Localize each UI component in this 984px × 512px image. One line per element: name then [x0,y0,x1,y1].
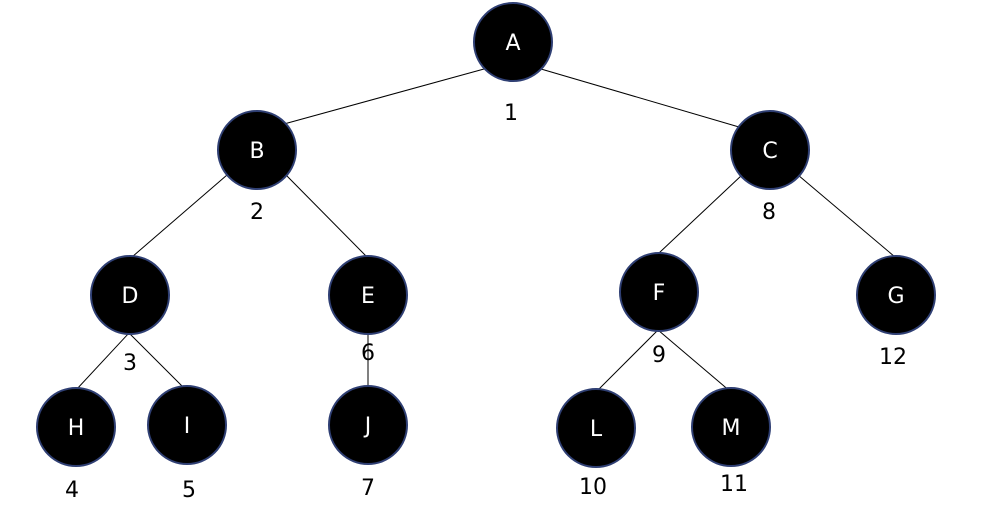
tree-node-g: G [856,255,936,335]
node-circle-m [691,387,771,467]
order-label-h: 4 [65,478,79,503]
order-label-j: 7 [361,476,375,501]
node-circle-g [856,255,936,335]
node-label-a: A [505,31,520,56]
order-label-b: 2 [250,200,264,225]
edge-d-i [128,332,187,391]
edge-b-e [285,174,368,258]
node-circle-d [90,255,170,335]
edge-b-d [131,174,228,258]
edge-f-l [595,329,659,393]
node-circle-j [328,385,408,465]
node-label-e: E [361,284,375,309]
node-label-g: G [887,284,904,309]
node-label-d: D [122,284,139,309]
edge-c-g [797,174,896,258]
node-label-b: B [249,139,264,164]
node-circle-l [556,388,636,468]
tree-node-b: B [217,110,297,190]
edge-d-h [75,332,130,391]
edge-c-f [658,174,743,254]
node-label-i: I [184,414,191,439]
order-label-m: 11 [720,472,748,497]
tree-node-m: M [691,387,771,467]
order-label-f: 9 [652,343,666,368]
tree-node-h: H [36,387,116,467]
order-label-i: 5 [182,478,196,503]
tree-node-e: E [328,255,408,335]
tree-node-c: C [730,110,810,190]
node-label-c: C [762,139,777,164]
node-label-h: H [68,416,85,441]
node-label-f: F [653,281,666,306]
order-label-g: 12 [879,345,907,370]
order-label-e: 6 [361,341,375,366]
order-label-c: 8 [762,200,776,225]
node-circle-c [730,110,810,190]
tree-node-a: A [473,2,553,82]
tree-node-f: F [619,252,699,332]
edge-a-c [540,68,740,128]
node-circle-i [147,385,227,465]
node-label-j: J [363,414,372,439]
edge-a-b [283,68,485,125]
edge-f-m [657,329,732,393]
tree-node-d: D [90,255,170,335]
node-label-m: M [722,416,741,441]
tree-node-i: I [147,385,227,465]
node-label-l: L [590,417,603,442]
node-circle-b [217,110,297,190]
order-label-l: 10 [579,475,607,500]
order-label-d: 3 [123,351,137,376]
node-circle-f [619,252,699,332]
node-circle-e [328,255,408,335]
tree-node-j: J [328,385,408,465]
node-circle-h [36,387,116,467]
tree-node-l: L [556,388,636,468]
order-label-a: 1 [504,101,518,126]
node-circle-a [473,2,553,82]
